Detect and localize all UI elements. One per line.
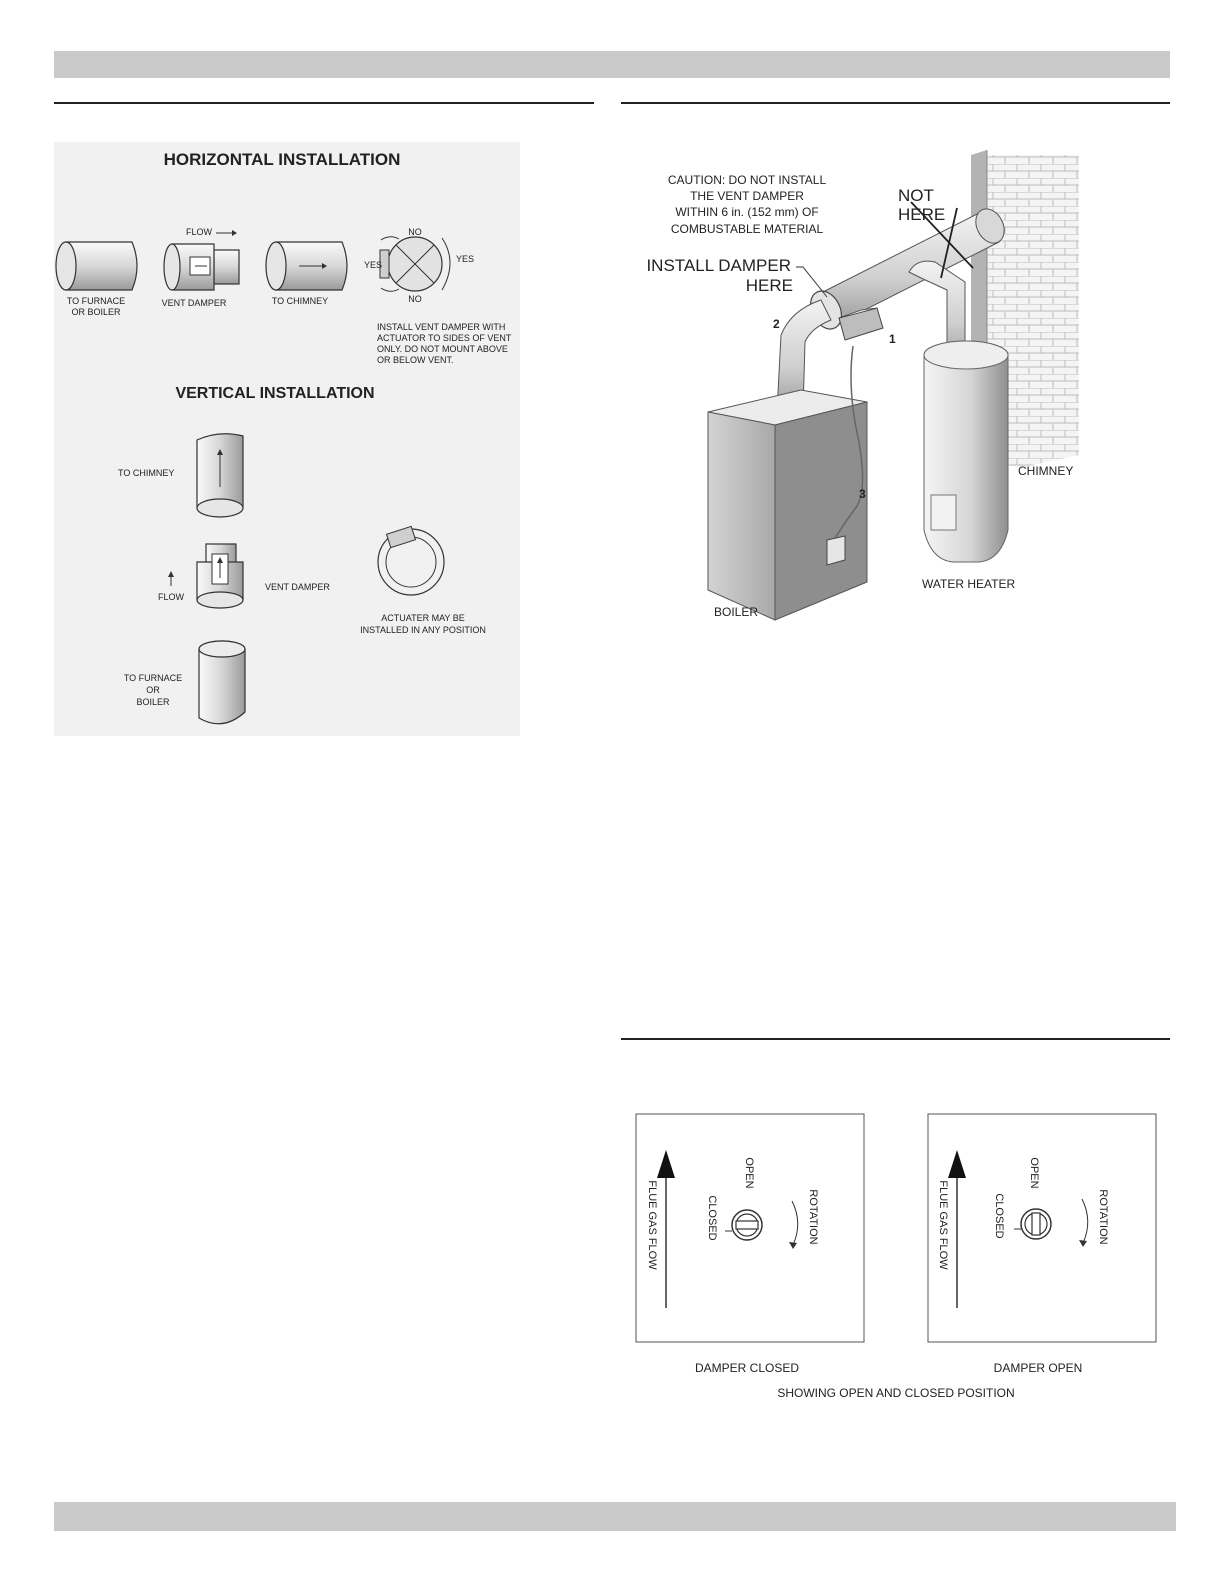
actuator-label-1: ACTUATER MAY BE (381, 613, 465, 623)
boiler (707, 345, 868, 621)
section-rule-left (54, 102, 594, 104)
to-furnace-label-1: TO FURNACE (67, 296, 125, 306)
closed-rotation-arrowhead (789, 1242, 797, 1249)
chimney-pipe-vertical (196, 433, 244, 518)
not-here-line-1: NOT (898, 186, 934, 205)
closed-rotation-arrow (791, 1200, 799, 1246)
caption-showing-positions: SHOWING OPEN AND CLOSED POSITION (777, 1386, 1014, 1400)
installation-orientation-figure: HORIZONTAL INSTALLATION FLOW TO FURNACE … (54, 142, 520, 736)
closed-damper-knob (725, 1209, 763, 1241)
v-furnace-label-1: TO FURNACE (124, 673, 182, 683)
chimney-label: CHIMNEY (1018, 464, 1073, 478)
water-heater-flue (908, 260, 966, 366)
caution-line-3: WITHIN 6 in. (152 mm) OF (675, 205, 818, 219)
footer-bar (54, 1502, 1176, 1531)
not-here-cross-b (940, 207, 958, 279)
section-rule-damper (621, 1038, 1170, 1040)
vertical-title: VERTICAL INSTALLATION (175, 385, 374, 402)
chimney-pipe-horizontal (265, 241, 348, 291)
open-flow-label: FLUE GAS FLOW (937, 1180, 949, 1270)
to-furnace-label-2: OR BOILER (71, 307, 121, 317)
open-rotation-label: ROTATION (1097, 1189, 1109, 1244)
install-leader (796, 266, 828, 298)
install-here-line-1: INSTALL DAMPER (646, 256, 791, 275)
open-flow-arrowhead (948, 1150, 966, 1178)
vent-damper-vertical (196, 543, 244, 609)
note-line-3: ONLY. DO NOT MOUNT ABOVE (377, 344, 508, 354)
v-vent-damper-label: VENT DAMPER (265, 582, 330, 592)
furnace-pipe (55, 241, 138, 291)
note-line-4: OR BELOW VENT. (377, 355, 454, 365)
yes-label-right: YES (456, 254, 474, 264)
callout-2: 2 (773, 317, 780, 331)
closed-flow-label: FLUE GAS FLOW (646, 1180, 658, 1270)
caution-line-1: CAUTION: DO NOT INSTALL (668, 173, 827, 187)
open-damper-knob (1014, 1208, 1052, 1240)
callout-1: 1 (889, 332, 896, 346)
v-flow-label: FLOW (158, 592, 185, 602)
open-open-label: OPEN (1028, 1157, 1040, 1188)
closed-open-label: OPEN (743, 1157, 755, 1188)
horizontal-title: HORIZONTAL INSTALLATION (164, 150, 401, 169)
vent-damper-label: VENT DAMPER (162, 298, 227, 308)
caution-line-2: THE VENT DAMPER (690, 189, 804, 203)
closed-closed-label: CLOSED (706, 1195, 718, 1240)
actuator-ring (377, 525, 445, 596)
v-furnace-label-3: BOILER (136, 697, 170, 707)
open-closed-label: CLOSED (993, 1193, 1005, 1238)
figure-background (54, 142, 520, 736)
damper-position-figure: FLUE GAS FLOW OPEN CLOSED ROTATION FLUE … (635, 1113, 1157, 1400)
v-to-chimney-label: TO CHIMNEY (118, 468, 174, 478)
header-bar (54, 51, 1170, 78)
closed-rotation-label: ROTATION (807, 1189, 819, 1244)
to-chimney-label: TO CHIMNEY (272, 296, 328, 306)
open-rotation-arrowhead (1079, 1240, 1087, 1247)
vent-damper-horizontal (163, 243, 240, 291)
v-flow-arrowhead (168, 571, 174, 577)
closed-flow-arrowhead (657, 1150, 675, 1178)
open-rotation-arrow (1081, 1198, 1089, 1244)
yes-label-left: YES (364, 260, 382, 270)
caution-line-4: COMBUSTABLE MATERIAL (671, 222, 824, 236)
install-here-line-2: HERE (746, 276, 793, 295)
caption-damper-closed: DAMPER CLOSED (695, 1361, 799, 1375)
note-line-2: ACTUATOR TO SIDES OF VENT (377, 333, 512, 343)
flow-arrowhead (232, 230, 237, 236)
section-rule-right (621, 102, 1170, 104)
callout-3: 3 (859, 487, 866, 501)
flow-label: FLOW (186, 227, 213, 237)
boiler-label: BOILER (714, 605, 758, 619)
caption-damper-open: DAMPER OPEN (994, 1361, 1083, 1375)
not-here-cross-a (910, 201, 974, 269)
furnace-pipe-vertical (198, 640, 246, 725)
not-here-line-2: HERE (898, 205, 945, 224)
v-furnace-label-2: OR (146, 685, 160, 695)
note-line-1: INSTALL VENT DAMPER WITH (377, 322, 505, 332)
no-label-bottom: NO (408, 294, 422, 304)
water-heater (923, 340, 1009, 563)
no-label-top: NO (408, 227, 422, 237)
orientation-wheel (379, 236, 451, 292)
damper-location-figure: CAUTION: DO NOT INSTALL THE VENT DAMPER … (646, 150, 1079, 621)
water-heater-label: WATER HEATER (922, 577, 1015, 591)
actuator-label-2: INSTALLED IN ANY POSITION (360, 625, 486, 635)
